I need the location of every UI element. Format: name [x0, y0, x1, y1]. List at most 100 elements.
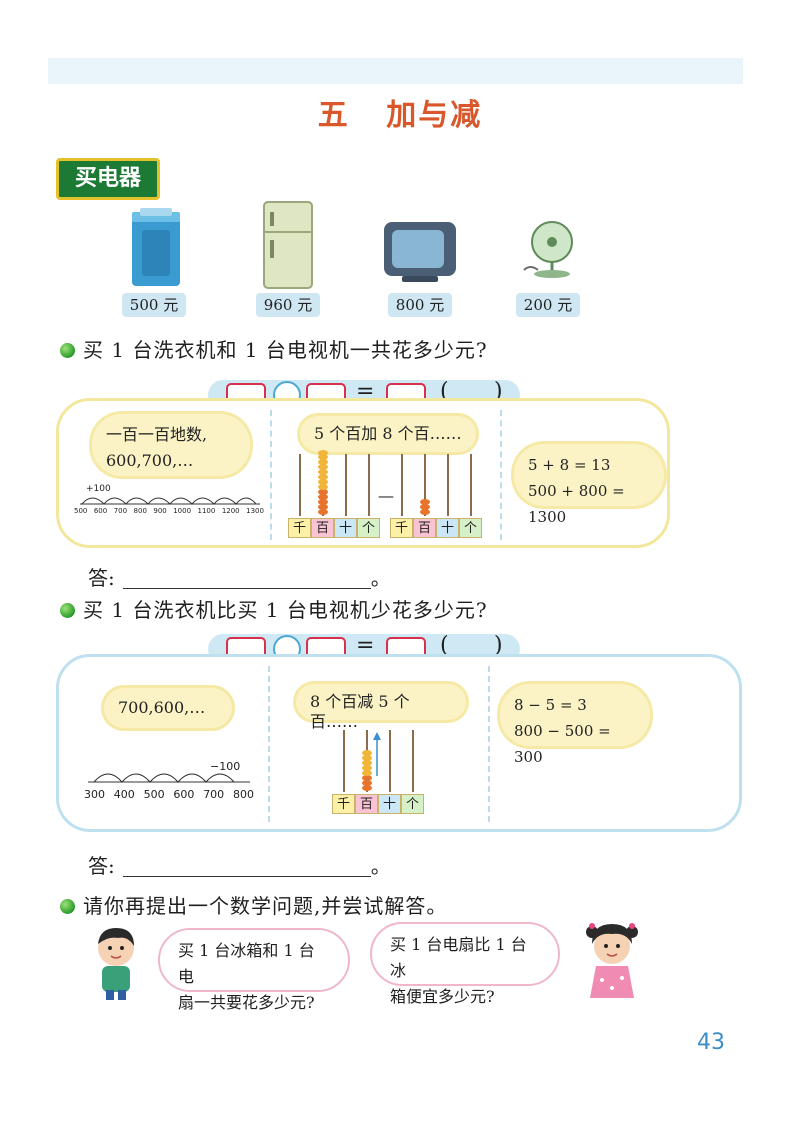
- place-label: 十: [378, 794, 401, 814]
- fan-icon: [523, 221, 573, 278]
- answer-row-1: 答: 。: [88, 562, 391, 591]
- speech-bubble-girl: 买 1 台电扇比 1 台冰 箱便宜多少元?: [370, 922, 560, 1006]
- page-title: 五 加与减: [0, 90, 800, 134]
- tick-label: 500: [74, 507, 88, 515]
- tick-label: 300: [84, 788, 105, 801]
- tick-label: 400: [113, 788, 135, 801]
- place-label: 百: [311, 518, 334, 538]
- divider: [488, 666, 490, 822]
- price-tag-washing-machine: 500 元: [122, 293, 186, 317]
- tick-label: 500: [143, 788, 165, 801]
- tick-label: 1000: [173, 507, 192, 515]
- calc-line: 500 + 800 = 1300: [528, 482, 625, 526]
- place-label: 个: [357, 518, 380, 538]
- abacus-1: [299, 450, 472, 516]
- tick-label: 900: [153, 507, 167, 515]
- numberline-step-label: +100: [86, 484, 111, 494]
- refrigerator-icon: [263, 201, 313, 289]
- answer-row-2: 答: 。: [88, 850, 391, 879]
- thought-cloud-count-up: 一百一百地数, 600,700,…: [92, 414, 250, 476]
- place-label: 千: [332, 794, 355, 814]
- number-line-2: [88, 773, 250, 783]
- abacus-arrow-dash: —: [378, 486, 394, 505]
- divider: [500, 410, 502, 540]
- tick-label: 800: [133, 507, 147, 515]
- numberline-step-label: −100: [210, 760, 241, 773]
- calc-line: 800 − 500 = 300: [514, 722, 611, 766]
- tick-label: 600: [173, 788, 195, 801]
- speech-line: 买 1 台冰箱和 1 台电: [178, 941, 315, 986]
- bullet-icon: [60, 343, 75, 358]
- answer-label: 答:: [88, 566, 115, 590]
- unit-paren-close-1: ): [494, 379, 503, 404]
- washing-machine-icon: [132, 208, 180, 286]
- tick-label: 700: [203, 788, 225, 801]
- television-icon: [384, 222, 456, 282]
- speech-bubble-boy: 买 1 台冰箱和 1 台电 扇一共要花多少元?: [158, 928, 350, 1012]
- place-label: 千: [288, 518, 311, 538]
- speech-line: 扇一共要花多少元?: [178, 993, 315, 1012]
- tick-label: 1200: [221, 507, 240, 515]
- place-label: 百: [413, 518, 436, 538]
- cloud-text-line: 一百一百地数,: [106, 425, 208, 444]
- number-line-1-ticks: 500 600 700 800 900 1000 1100 1200 1300: [74, 507, 264, 515]
- answer-period: 。: [370, 854, 391, 878]
- equals-sign-1: =: [356, 379, 375, 404]
- tick-label: 1300: [246, 507, 264, 515]
- section-tag: 买电器: [56, 158, 160, 200]
- abacus-2-place-labels: 千 百 十 个: [332, 794, 424, 814]
- answer-period: 。: [370, 566, 391, 590]
- number-line-1: [80, 497, 260, 505]
- thought-cloud-abacus-subtract: 8 个百减 5 个百……: [296, 684, 466, 731]
- thought-cloud-calc-subtract: 8 − 5 = 3 800 − 500 = 300: [500, 684, 650, 766]
- abacus-1-place-labels-b: 千 百 十 个: [390, 518, 482, 538]
- thought-cloud-count-down: 700,600,…: [104, 688, 232, 728]
- thought-cloud-abacus-add: 5 个百加 8 个百……: [300, 416, 476, 452]
- thought-cloud-calc-add: 5 + 8 = 13 500 + 800 = 1300: [514, 444, 664, 526]
- calc-line: 5 + 8 = 13: [528, 456, 611, 474]
- unit-paren-open-2: (: [440, 633, 449, 658]
- bullet-icon: [60, 899, 75, 914]
- question-2-text: 买 1 台洗衣机比买 1 台电视机少花多少元?: [83, 598, 488, 622]
- speech-line: 买 1 台电扇比 1 台冰: [390, 935, 527, 980]
- place-label: 千: [390, 518, 413, 538]
- place-label: 百: [355, 794, 378, 814]
- price-tag-television: 800 元: [388, 293, 452, 317]
- place-label: 十: [436, 518, 459, 538]
- question-2: 买 1 台洗衣机比买 1 台电视机少花多少元?: [60, 594, 488, 623]
- unit-paren-close-2: ): [494, 633, 503, 658]
- question-1: 买 1 台洗衣机和 1 台电视机一共花多少元?: [60, 334, 488, 363]
- tick-label: 700: [113, 507, 128, 515]
- abacus-2: [343, 730, 414, 792]
- equals-sign-2: =: [356, 633, 375, 658]
- girl-character-icon: [586, 923, 638, 998]
- question-1-text: 买 1 台洗衣机和 1 台电视机一共花多少元?: [83, 338, 488, 362]
- boy-character-icon: [98, 928, 134, 1000]
- tick-label: 800: [232, 788, 254, 801]
- price-tag-fan: 200 元: [516, 293, 580, 317]
- tick-label: 1100: [197, 507, 216, 515]
- place-label: 十: [334, 518, 357, 538]
- calc-line: 8 − 5 = 3: [514, 696, 587, 714]
- question-3-text: 请你再提出一个数学问题,并尝试解答。: [83, 894, 448, 918]
- price-tag-refrigerator: 960 元: [256, 293, 320, 317]
- answer-field-1[interactable]: [122, 588, 371, 589]
- place-label: 个: [401, 794, 424, 814]
- cloud-text-line: 600,700,…: [106, 451, 194, 470]
- bullet-icon: [60, 603, 75, 618]
- answer-field-2[interactable]: [122, 876, 371, 877]
- header-band: [48, 58, 743, 84]
- place-label: 个: [459, 518, 482, 538]
- number-line-2-ticks: 300 400 500 600 700 800: [84, 788, 254, 801]
- answer-label: 答:: [88, 854, 115, 878]
- unit-paren-open-1: (: [440, 379, 449, 404]
- divider: [270, 410, 272, 540]
- chapter-number: 五: [317, 98, 350, 133]
- divider: [268, 666, 270, 822]
- question-3: 请你再提出一个数学问题,并尝试解答。: [60, 890, 447, 919]
- page-number: 43: [697, 1030, 725, 1055]
- tick-label: 600: [93, 507, 108, 515]
- speech-line: 箱便宜多少元?: [390, 987, 495, 1006]
- abacus-1-place-labels-a: 千 百 十 个: [288, 518, 380, 538]
- chapter-title: 加与减: [386, 98, 483, 133]
